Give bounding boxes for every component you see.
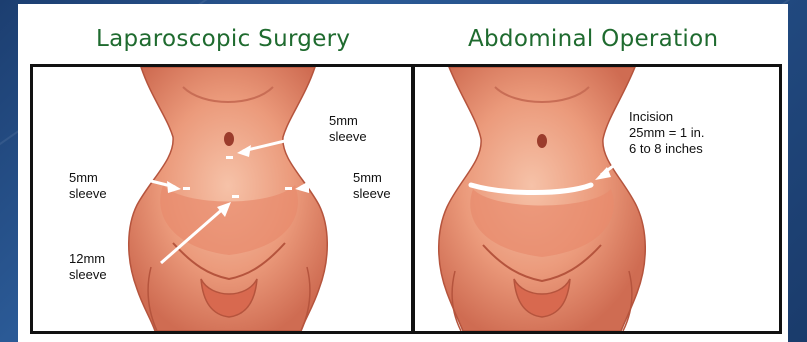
label-incision: Incision 25mm = 1 in. 6 to 8 inches (629, 109, 705, 157)
panel-laparoscopic: 5mm sleeve 5mm sleeve 5mm sleeve 12mm sl… (30, 64, 414, 334)
label-sleeve-lower: 12mm sleeve (69, 251, 107, 283)
title-abdominal: Abdominal Operation (468, 26, 718, 52)
sleeve-mark-right (285, 187, 292, 190)
panel-abdominal: Incision 25mm = 1 in. 6 to 8 inches (412, 64, 782, 334)
navel-right (537, 134, 547, 148)
card-bottom-edge (18, 336, 788, 342)
label-sleeve-right: 5mm sleeve (353, 170, 391, 202)
sleeve-mark-left (183, 187, 190, 190)
label-sleeve-upper: 5mm sleeve (329, 113, 367, 145)
sleeve-mark-lower (232, 195, 239, 198)
torso-figure-right (415, 67, 779, 331)
torso-right (439, 67, 646, 331)
navel-left (224, 132, 234, 146)
label-sleeve-left: 5mm sleeve (69, 170, 107, 202)
title-laparoscopic: Laparoscopic Surgery (96, 26, 350, 52)
sleeve-mark-upper (226, 156, 233, 159)
diagram-card: Laparoscopic Surgery Abdominal Operation (18, 4, 788, 342)
